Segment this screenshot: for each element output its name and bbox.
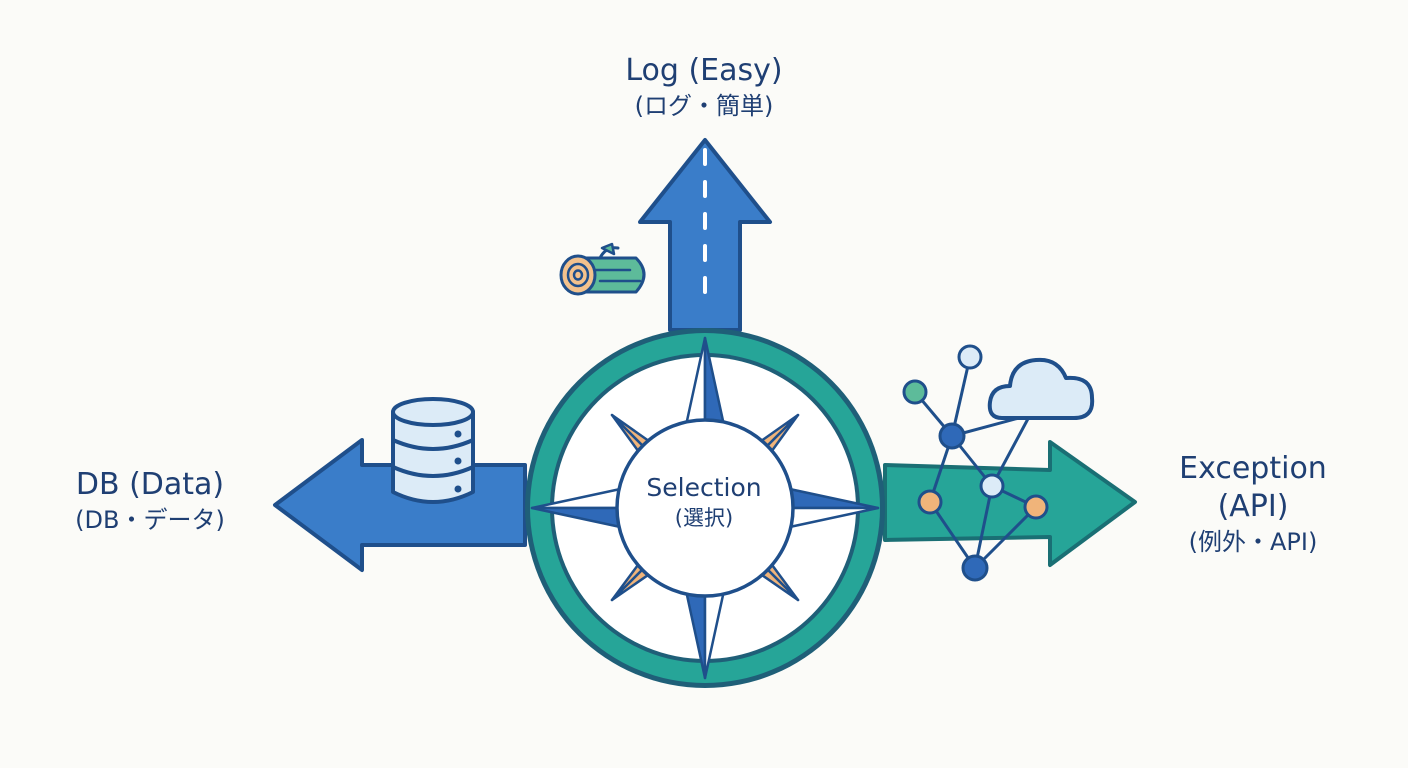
- label-log-sub: (ログ・簡単): [634, 92, 774, 120]
- label-selection-sub: (選択): [674, 506, 734, 530]
- database-icon: [391, 397, 475, 504]
- label-log-main: Log (Easy): [625, 53, 783, 88]
- label-exception-main: Exception: [1179, 451, 1327, 486]
- compass-rose-icon: [530, 336, 880, 680]
- label-db-sub: (DB・データ): [75, 506, 225, 534]
- cloud-icon: [987, 357, 1095, 420]
- label-exception-sub: (例外・API): [1188, 528, 1318, 556]
- label-selection: Selection (選択): [604, 472, 804, 532]
- network-graph-icon: [902, 344, 1049, 582]
- arrow-up-log: [638, 138, 772, 332]
- label-exception-main2: (API): [1217, 489, 1289, 524]
- log-icon: [559, 242, 646, 296]
- arrow-right-exception: [883, 440, 1137, 567]
- label-exception: Exception (API) (例外・API): [1128, 450, 1378, 558]
- label-log: Log (Easy) (ログ・簡単): [554, 52, 854, 122]
- label-db: DB (Data) (DB・データ): [20, 466, 280, 536]
- label-selection-main: Selection: [646, 473, 762, 502]
- label-db-main: DB (Data): [75, 467, 225, 502]
